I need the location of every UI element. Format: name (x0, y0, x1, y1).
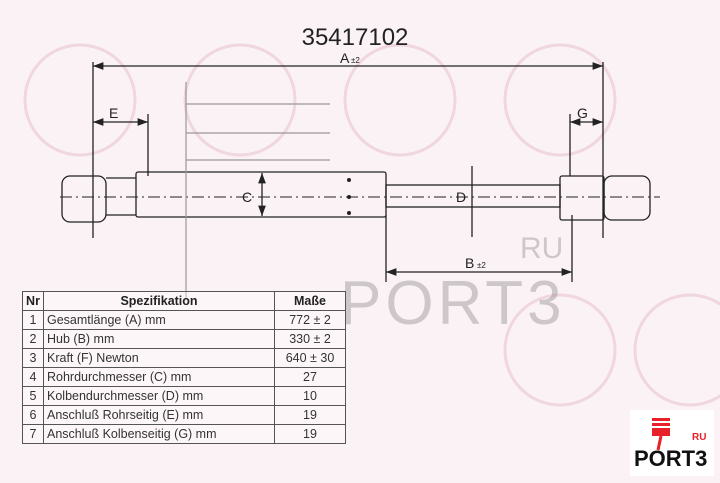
watermark-text: PORT3 (340, 269, 566, 338)
port3-logo: RU PORT3 (630, 410, 714, 476)
row-specification: Rohrdurchmesser (C) mm (43, 367, 275, 387)
header-nr: Nr (22, 291, 44, 311)
row-specification: Gesamtlänge (A) mm (43, 310, 275, 330)
right-end (559, 175, 605, 221)
label-e: E (109, 105, 118, 121)
piston-rod (385, 184, 561, 208)
label-d: D (456, 189, 466, 205)
label-b: B (465, 255, 474, 271)
row-number: 2 (22, 329, 44, 349)
row-number: 7 (22, 424, 44, 444)
watermark-suffix: RU (520, 232, 564, 265)
label-a-tolerance: ±2 (351, 56, 360, 65)
row-value: 772 ± 2 (274, 310, 346, 330)
row-value: 19 (274, 424, 346, 444)
logo-text: PORT3 (634, 446, 708, 471)
row-specification: Anschluß Kolbenseitig (G) mm (43, 424, 275, 444)
label-a: A (340, 50, 350, 66)
row-value: 10 (274, 386, 346, 406)
row-number: 1 (22, 310, 44, 330)
row-specification: Anschluß Rohrseitig (E) mm (43, 405, 275, 425)
row-number: 5 (22, 386, 44, 406)
row-number: 3 (22, 348, 44, 368)
table-header-row: Nr Spezifikation Maße (22, 291, 346, 311)
label-b-tolerance: ±2 (477, 261, 486, 270)
row-number: 4 (22, 367, 44, 387)
row-specification: Kraft (F) Newton (43, 348, 275, 368)
watermark-circles (23, 43, 720, 407)
row-value: 640 ± 30 (274, 348, 346, 368)
label-g: G (577, 105, 588, 121)
left-eyelet (61, 175, 107, 223)
row-value: 27 (274, 367, 346, 387)
row-specification: Kolbendurchmesser (D) mm (43, 386, 275, 406)
right-eyelet (603, 175, 651, 221)
logo-suffix: RU (692, 432, 707, 443)
row-value: 19 (274, 405, 346, 425)
header-masse: Maße (274, 291, 346, 311)
row-number: 6 (22, 405, 44, 425)
label-c: C (242, 189, 252, 205)
part-number-title: 35417102 (302, 24, 409, 51)
piston-icon (652, 418, 670, 451)
row-specification: Hub (B) mm (43, 329, 275, 349)
row-value: 330 ± 2 (274, 329, 346, 349)
header-spezifikation: Spezifikation (43, 291, 275, 311)
